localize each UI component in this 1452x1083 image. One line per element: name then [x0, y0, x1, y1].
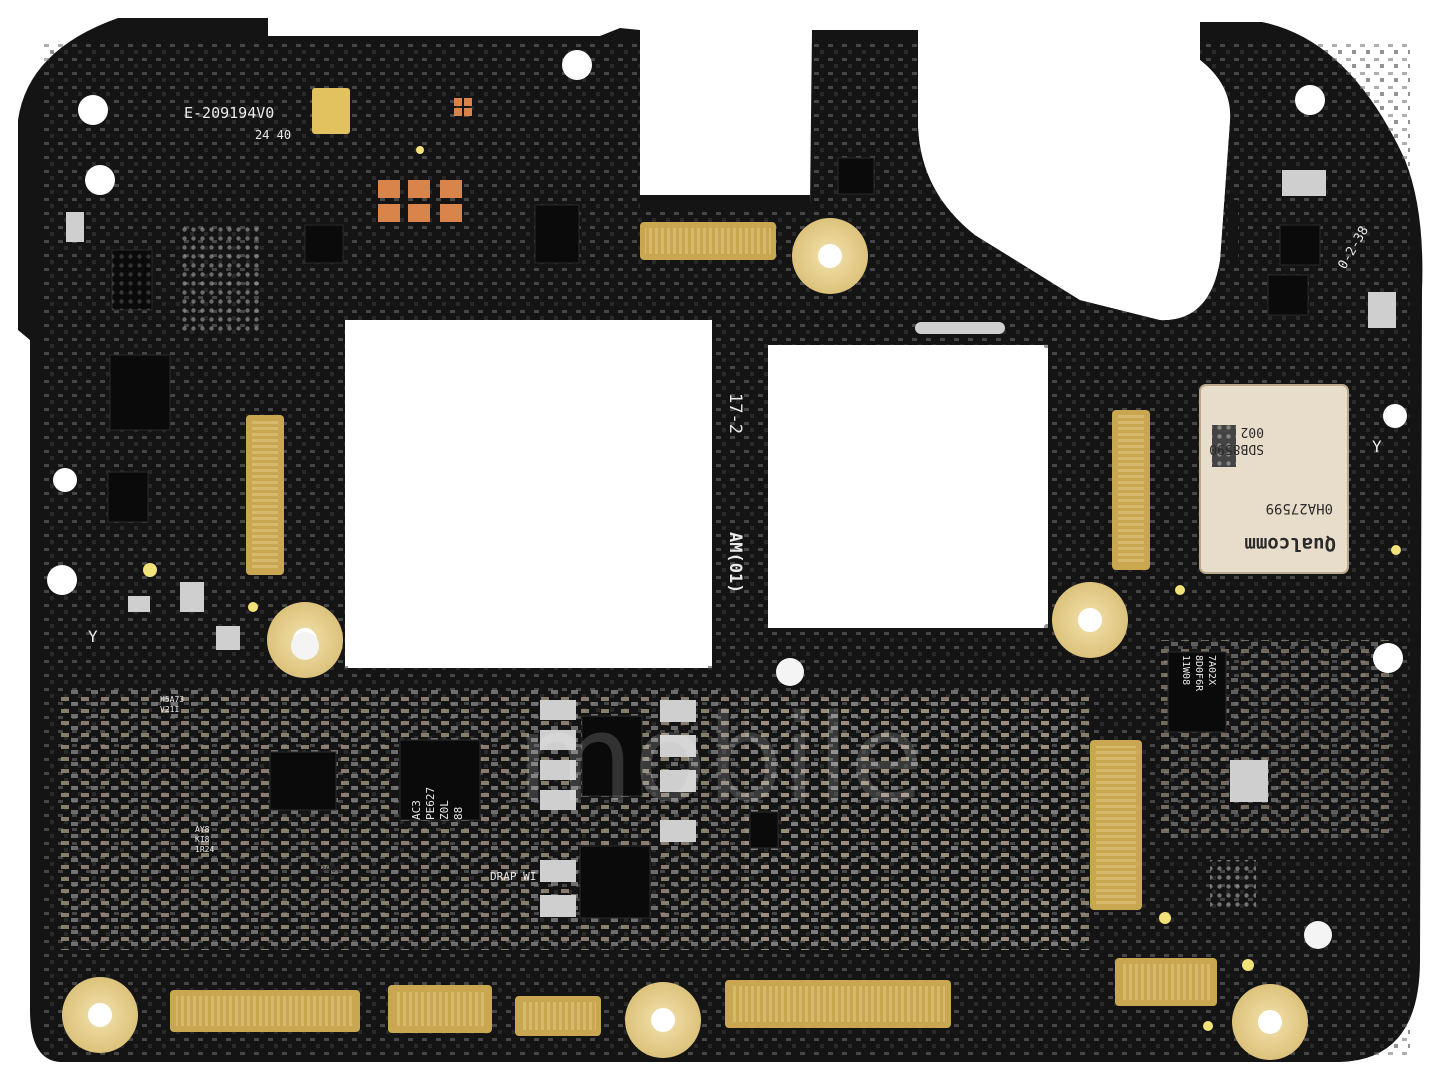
through-holes: [47, 50, 1407, 673]
pmic-line-1: AC3: [410, 800, 423, 820]
watermark: mobile: [517, 690, 924, 829]
qualcomm-brand: Qualcomm: [1244, 533, 1336, 555]
mem-line-2: 8D0F6R: [1193, 655, 1204, 692]
left-chip-line-1: H5A73: [160, 695, 184, 704]
draw-marker: DRAP WI: [490, 870, 536, 883]
qualcomm-line-2: 002: [1241, 424, 1264, 439]
silk-am01: AM(01): [725, 532, 745, 593]
gold-module: [312, 88, 350, 134]
mounting-holes: [62, 218, 1308, 1060]
mem-line-1: 7A02X: [1206, 655, 1217, 685]
mem-line-3: 11W08: [1180, 655, 1191, 685]
silk-code-24: 24 40: [255, 128, 291, 142]
small-chip-line-2: KI8: [195, 835, 210, 844]
pmic-line-4: 88: [452, 807, 465, 820]
small-chip-line-3: 1R24: [195, 845, 214, 854]
connectors: [170, 222, 1217, 1036]
small-chip-line-1: AY8: [195, 825, 210, 834]
silk-y-left: Y: [88, 627, 98, 646]
qualcomm-serial: 0HA27599: [1266, 500, 1333, 516]
pad-array: [378, 98, 472, 222]
test-points: [143, 146, 1401, 1031]
cutout-right: [768, 345, 1048, 628]
left-chip-line-2: V21I: [160, 705, 179, 714]
part-number: E-209194V0: [184, 104, 274, 122]
pmic-line-3: Z0L: [438, 800, 451, 820]
ic-packages: [107, 157, 1321, 919]
pmic-line-2: PE627: [424, 787, 437, 820]
qualcomm-line-1: SDB8590: [1209, 441, 1264, 456]
cutout-left: [345, 320, 712, 668]
silk-17-2: 17-2: [725, 393, 745, 434]
silk-y-right: Y: [1372, 437, 1382, 456]
misc-pads: [66, 170, 1396, 917]
logo-stickers: [291, 632, 1332, 949]
qualcomm-soc: [1199, 384, 1349, 574]
white-box-label: 300C: [320, 865, 342, 875]
